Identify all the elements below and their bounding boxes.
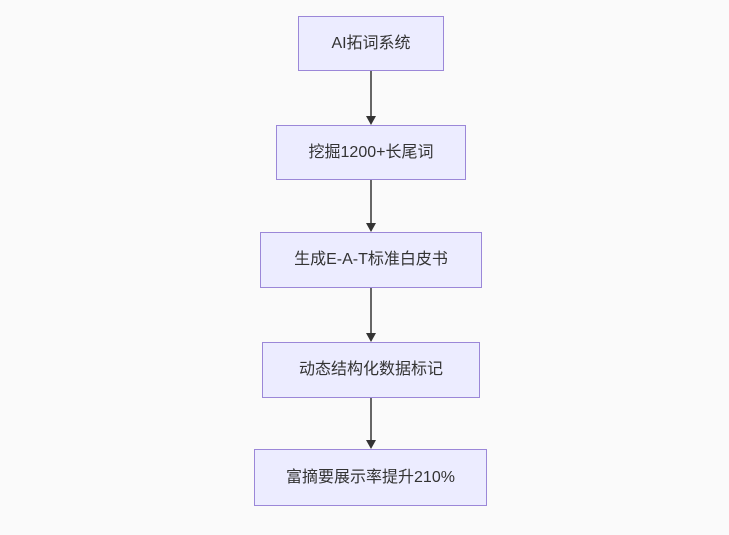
flow-node-label: AI拓词系统 bbox=[331, 34, 411, 52]
flow-node-label: 挖掘1200+长尾词 bbox=[308, 143, 434, 161]
flow-node-label: 生成E-A-T标准白皮书 bbox=[294, 251, 448, 269]
arrowhead-icon bbox=[366, 333, 376, 342]
flow-node-rich-snippet-result: 富摘要展示率提升210% bbox=[254, 449, 487, 506]
flow-node-label: 富摘要展示率提升210% bbox=[286, 468, 455, 486]
flow-node-ai-keyword-system: AI拓词系统 bbox=[298, 16, 444, 71]
edge-line-2 bbox=[370, 180, 372, 224]
edge-line-4 bbox=[370, 398, 372, 441]
flow-node-eat-whitepaper: 生成E-A-T标准白皮书 bbox=[260, 232, 482, 288]
arrowhead-icon bbox=[366, 223, 376, 232]
flow-node-longtail-mining: 挖掘1200+长尾词 bbox=[276, 125, 466, 180]
edge-line-3 bbox=[370, 288, 372, 334]
arrowhead-icon bbox=[366, 116, 376, 125]
flow-node-label: 动态结构化数据标记 bbox=[298, 361, 443, 379]
edge-line-1 bbox=[370, 71, 372, 117]
flow-node-structured-data-markup: 动态结构化数据标记 bbox=[262, 342, 480, 398]
arrowhead-icon bbox=[366, 440, 376, 449]
